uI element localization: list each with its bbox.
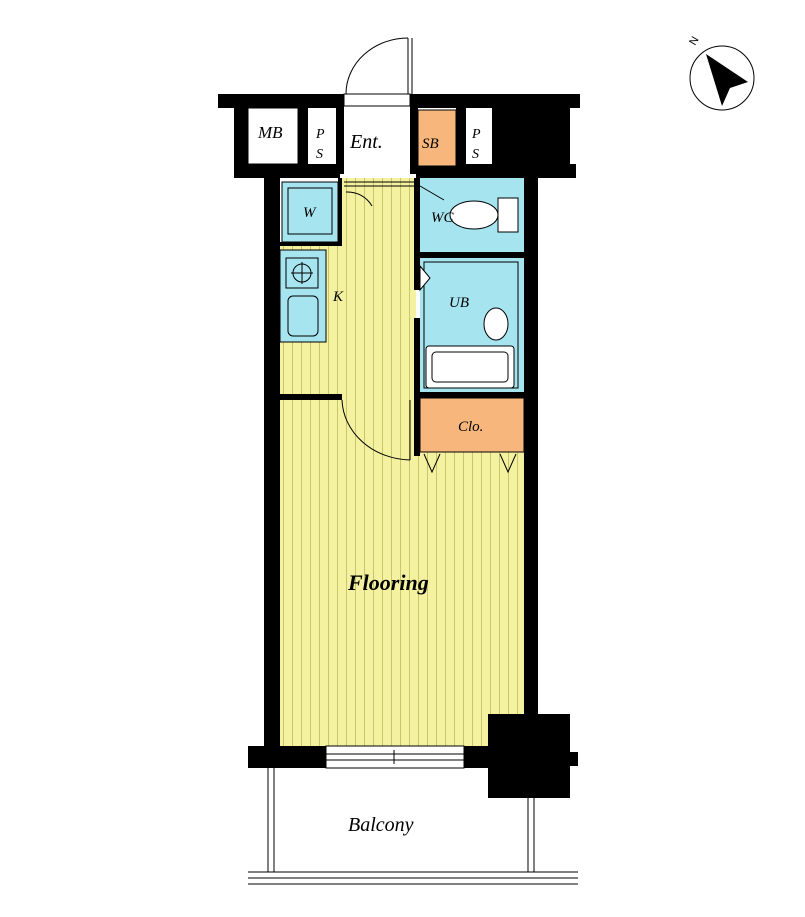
label-balcony: Balcony [348,814,414,836]
label-ps-left-p: P [315,127,325,142]
toilet-fixture [449,197,519,233]
inner-walls [278,178,524,456]
balcony-outline [248,768,578,885]
label-ps-left-s: S [316,147,323,162]
main-door-swing [341,399,411,461]
compass-north-label: N [687,35,701,48]
main-room-floor [280,400,524,746]
bath-toilet-bowl [483,307,509,341]
corridor-door-swing [345,191,373,207]
outer-walls [218,94,580,798]
ps-left-box [308,108,336,164]
sink-icon [287,295,319,337]
compass-icon [689,45,755,111]
label-ps-right-s: S [472,147,479,162]
label-shoe-box: SB [422,136,439,152]
label-washer: W [303,205,317,221]
closet-doors [423,453,517,474]
bathtub [425,345,515,389]
mb-box [247,107,299,165]
toilet-door-swing [419,185,445,201]
entrance-door [343,37,413,107]
bath-door-icon [419,264,431,292]
washer-area [281,181,339,243]
ps-right-box [466,108,492,164]
label-mb: MB [257,123,283,142]
entrance-floor [344,104,410,178]
label-closet: Clo. [458,419,483,435]
label-entrance: Ent. [349,131,383,153]
closet-room [419,397,525,453]
balcony-window [325,745,465,769]
label-ps-right-p: P [471,127,481,142]
label-main-room: Flooring [347,570,429,595]
label-bath: UB [449,295,469,311]
washer-pan [287,187,333,235]
stove-icon [285,257,319,289]
label-toilet: WC [431,210,454,226]
shoe-box [417,109,457,167]
label-kitchen: K [332,289,344,305]
